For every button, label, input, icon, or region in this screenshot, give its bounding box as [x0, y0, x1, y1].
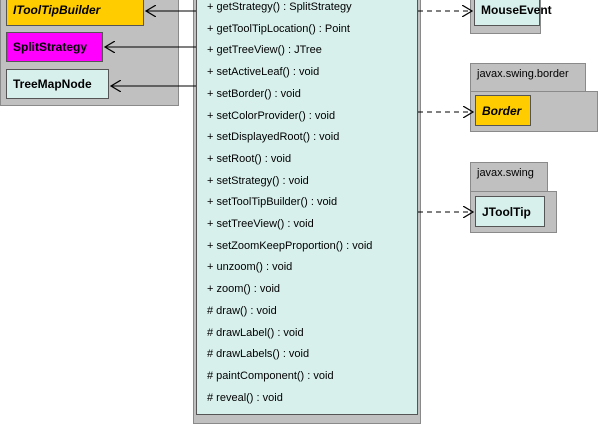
member-8: + setStrategy() : void — [207, 174, 309, 187]
member-3: + setActiveLeaf() : void — [207, 66, 320, 79]
class-treemapnode-label: TreeMapNode — [13, 77, 92, 91]
package-border-label: javax.swing.border — [477, 68, 569, 80]
member-16: # drawLabels() : void — [207, 348, 310, 361]
main-class-members: + getStrategy() : SplitStrategy + getTool… — [196, 0, 418, 415]
member-6: + setDisplayedRoot() : void — [207, 131, 340, 144]
member-10: + setTreeView() : void — [207, 218, 314, 230]
class-jtooltip-label: JToolTip — [482, 204, 531, 219]
member-5: + setColorProvider() : void — [207, 109, 336, 122]
member-12: + unzoom() : void — [207, 261, 293, 274]
class-border[interactable]: Border — [475, 95, 531, 126]
member-15: # drawLabel() : void — [207, 326, 304, 339]
package-tab-border: javax.swing.border — [470, 63, 586, 92]
class-itooltipbuilder-label: IToolTipBuilder — [13, 3, 101, 17]
member-4: + setBorder() : void — [207, 87, 301, 100]
member-13: + zoom() : void — [207, 283, 281, 296]
member-0: + getStrategy() : SplitStrategy — [207, 1, 352, 13]
member-18: # reveal() : void — [207, 391, 283, 404]
member-17: # paintComponent() : void — [207, 369, 334, 382]
member-7: + setRoot() : void — [207, 152, 292, 165]
class-border-label: Border — [482, 103, 522, 118]
member-1: + getToolTipLocation() : Point — [207, 22, 350, 35]
package-swing-label: javax.swing — [477, 167, 534, 179]
member-2: + getTreeView() : JTree — [207, 44, 322, 57]
package-tab-swing: javax.swing — [470, 162, 548, 192]
member-9: + setToolTipBuilder() : void — [207, 196, 338, 209]
class-jtooltip[interactable]: JToolTip — [475, 196, 545, 227]
class-splitstrategy-label: SplitStrategy — [13, 40, 88, 54]
class-treemapnode[interactable]: TreeMapNode — [6, 69, 109, 99]
class-mouseevent[interactable]: MouseEvent — [474, 0, 552, 26]
member-11: + setZoomKeepProportion() : void — [207, 239, 373, 252]
class-mouseevent-label: MouseEvent — [481, 3, 552, 17]
class-splitstrategy[interactable]: SplitStrategy — [6, 32, 103, 62]
class-itooltipbuilder[interactable]: IToolTipBuilder — [6, 0, 144, 26]
member-14: # draw() : void — [207, 304, 277, 317]
